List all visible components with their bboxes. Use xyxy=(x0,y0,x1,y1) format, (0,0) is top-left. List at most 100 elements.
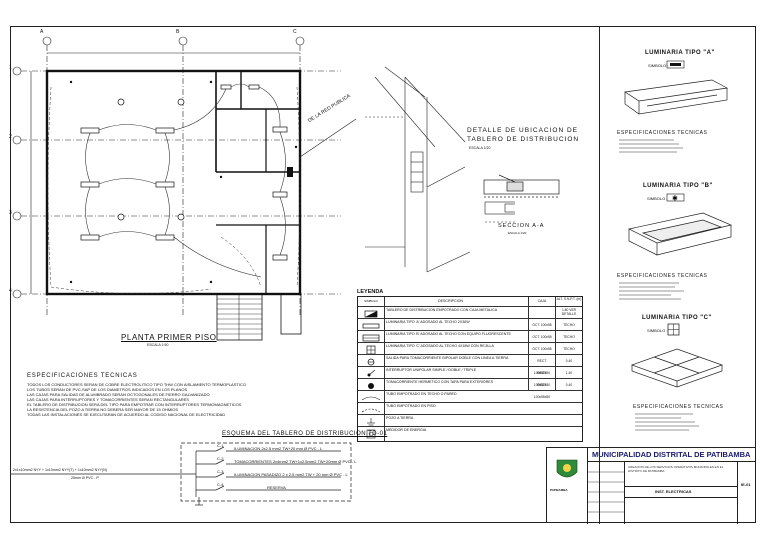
spec-line: LOS TUBOS SERAN DE PVC-SAP DE LOS DIAMET… xyxy=(27,387,188,392)
spec-line: LAS CAJAS PARA SALIDAS DE ALUMBRADO SERA… xyxy=(27,392,210,397)
axis-label-3: 3 xyxy=(9,210,12,216)
circuit-id: C-3 xyxy=(217,469,224,474)
title-block: PATIBAMBA MUNICIPALIDAD DISTRITAL DE PAT… xyxy=(546,447,757,524)
luminaire-a-symbol-label: SIMBOLO : xyxy=(648,63,669,68)
legend-cat: RECT. 100x55x50 xyxy=(528,379,556,399)
legend-height: TECHO xyxy=(563,323,575,327)
specs-title: ESPECIFICACIONES TECNICAS xyxy=(27,373,138,379)
luminaire-c-title: LUMINARIA TIPO "C" xyxy=(642,315,712,321)
luminaire-c-specs-text xyxy=(635,413,699,431)
legend-row: POZO A TIERRA xyxy=(358,414,582,427)
luminaire-a-title: LUMINARIA TIPO "A" xyxy=(645,50,715,56)
circuit-desc: ILUMINACION 2x2.5 mm2 TW+20 mm Ø PVC - L xyxy=(234,446,323,451)
luminaire-b-specs-text xyxy=(619,282,684,300)
legend-row: TUBO EMPOTRADO EN PISO xyxy=(358,402,582,415)
legend-cat: OCT. 100x55 xyxy=(528,331,556,343)
luminaire-b-symbol-icon: ✱ xyxy=(666,193,685,203)
ceiling-conduit-symbol xyxy=(358,391,385,403)
legend-desc: INTERRUPTOR UNIPOLAR SIMPLE / DOBLE / TR… xyxy=(386,368,477,372)
axis-label-b: B xyxy=(176,29,180,35)
plan-name-cell: INST. ELECTRICAS xyxy=(625,487,737,498)
legend-col-cat: CAJA xyxy=(528,297,556,306)
plan-scale: ESCALA 1:50 xyxy=(147,343,169,347)
ground-well-symbol xyxy=(358,415,385,427)
axis-label-1: 1 xyxy=(9,65,12,71)
luminaire-a-symbol-icon xyxy=(666,60,685,69)
luminaire-b-symbol xyxy=(358,331,385,343)
legend-row: TUBO EMPOTRADO EN TECHO O PARED xyxy=(358,390,582,403)
legend-desc: LUMINARIA TIPO 'A' ADOSADO AL TECHO 2X36… xyxy=(386,320,470,324)
axis-label-4: 4 xyxy=(9,288,12,294)
detail-scale: ESCALA 1/20 xyxy=(469,146,491,150)
circuit-desc: ILUMINACION PASADIZO 2 x 2.5 mm2 TW + 20… xyxy=(234,472,348,477)
legend-desc: MEDIDOR DE ENERGIA xyxy=(386,428,427,432)
legend-desc: TUBO EMPOTRADO EN PISO xyxy=(386,404,436,408)
circuit-id: C-1 xyxy=(217,443,224,448)
project-name: CREACION DE LOS SERVICIOS OPERATIVOS MUN… xyxy=(628,465,724,473)
luminaire-b-title: LUMINARIA TIPO "B" xyxy=(643,183,713,189)
circuit-id: C-4 xyxy=(217,482,224,487)
legend-cat xyxy=(528,307,556,319)
energy-meter-symbol xyxy=(358,427,385,441)
legend-desc: TUBO EMPOTRADO EN TECHO O PARED xyxy=(386,392,457,396)
luminaire-b-drawing xyxy=(627,212,733,256)
detail-title-line1: DETALLE DE UBICACION DE xyxy=(467,127,579,134)
axis-label-2: 2 xyxy=(9,134,12,140)
floor-plan xyxy=(12,36,357,341)
plan-name: INST. ELECTRICAS xyxy=(655,489,692,494)
panel-symbol xyxy=(358,307,385,319)
org-name: MUNICIPALIDAD DISTRITAL DE PATIBAMBA xyxy=(592,450,751,459)
floor-conduit-symbol xyxy=(358,403,385,415)
sheet-cell: IE-01 xyxy=(737,462,757,524)
legend-table: SIMBOLO DESCRIPCION CAJA ALT. S.N.P.T. (… xyxy=(357,296,583,442)
column-divider xyxy=(599,27,600,524)
legend-desc: LUMINARIA TIPO 'B' ADOSADO AL TECHO CON … xyxy=(386,332,511,336)
legend-row: LUMINARIA TIPO 'A' ADOSADO AL TECHO 2X36… xyxy=(358,318,582,331)
legend-col-symbol: SIMBOLO xyxy=(358,297,385,306)
logo-text: PATIBAMBA xyxy=(550,488,568,492)
detail-drawing xyxy=(365,66,515,273)
legend-row: INTERRUPTOR UNIPOLAR SIMPLE / DOBLE / TR… xyxy=(358,366,582,387)
luminaire-a-specs-text xyxy=(619,139,683,153)
diagram-title: ESQUEMA DEL TABLERO DE DISTRIBUCION TD-0… xyxy=(222,431,388,437)
spec-line: LA RESISTENCIA DEL POZO A TIERRA NO DEBE… xyxy=(27,407,179,412)
legend-height: 1.80 VER DETALLE xyxy=(561,308,577,316)
legend-cat: RECT. 100x55x50 xyxy=(528,355,556,375)
spec-line: EL TABLERO DE DISTRIBUCION SERA DEL TIPO… xyxy=(27,402,242,407)
org-band: MUNICIPALIDAD DISTRITAL DE PATIBAMBA xyxy=(588,448,756,462)
drawing-sheet: A B C 1 2 3 4 DE LA RED PUBLICA PLANTA P… xyxy=(9,26,757,524)
legend-height: 0.40 xyxy=(565,383,573,387)
weatherproof-outlet-symbol xyxy=(358,379,385,391)
municipal-seal-icon xyxy=(556,459,578,478)
title-block-labels xyxy=(588,462,625,524)
legend-col-height: ALT. S.N.P.T. (m) xyxy=(556,297,582,301)
legend-height: 0.40 xyxy=(565,359,573,363)
sheet-number: IE-01 xyxy=(741,482,751,487)
section-aa-drawing xyxy=(483,174,560,198)
legend-row: TOMACORRIENTE HERMETICO CON TAPA PARA EX… xyxy=(358,378,582,399)
luminaire-c-drawing xyxy=(630,348,724,388)
luminaire-c-symbol-label: SIMBOLO : xyxy=(647,328,668,333)
luminaire-a-symbol xyxy=(358,319,385,331)
legend-height: TECHO xyxy=(563,335,575,339)
detail-title-line2: TABLERO DE DISTRIBUCION xyxy=(467,136,580,143)
legend-desc: SALIDA PARA TOMACORRIENTE BIPOLAR DOBLE … xyxy=(386,356,509,360)
section-title: SECCION A-A xyxy=(498,223,545,229)
specs-list: TODOS LOS CONDUCTORES SERAN DE COBRE ELE… xyxy=(27,382,357,417)
feeder-conduit: 25mm Ø PVC - P xyxy=(71,476,99,480)
luminaire-c-symbol-icon xyxy=(667,323,680,336)
feeder-cable: 2x1x10mm2 NYY + 1x10mm2 NYY(T) + 1x10mm2… xyxy=(13,468,107,472)
svg-text:✱: ✱ xyxy=(672,195,678,203)
legend-height: TECHO xyxy=(563,347,575,351)
legend-row: SALIDA PARA TOMACORRIENTE BIPOLAR DOBLE … xyxy=(358,354,582,375)
section-scale: ESCALA 1/20 xyxy=(508,231,527,235)
luminaire-a-specs-title: ESPECIFICACIONES TECNICAS xyxy=(617,130,708,136)
outlet-symbol xyxy=(358,355,385,367)
axis-label-c: C xyxy=(293,29,297,35)
axis-label-a: A xyxy=(40,29,44,35)
legend-desc: TOMACORRIENTE HERMETICO CON TAPA PARA EX… xyxy=(386,380,494,384)
title-block-logo-cell: PATIBAMBA xyxy=(547,448,588,524)
spec-line: LAS CAJAS PARA INTERRUPTORES Y TOMACORRI… xyxy=(27,397,189,402)
legend-cat: OCT. 100x55 xyxy=(528,343,556,355)
legend-desc: POZO A TIERRA xyxy=(386,416,414,420)
